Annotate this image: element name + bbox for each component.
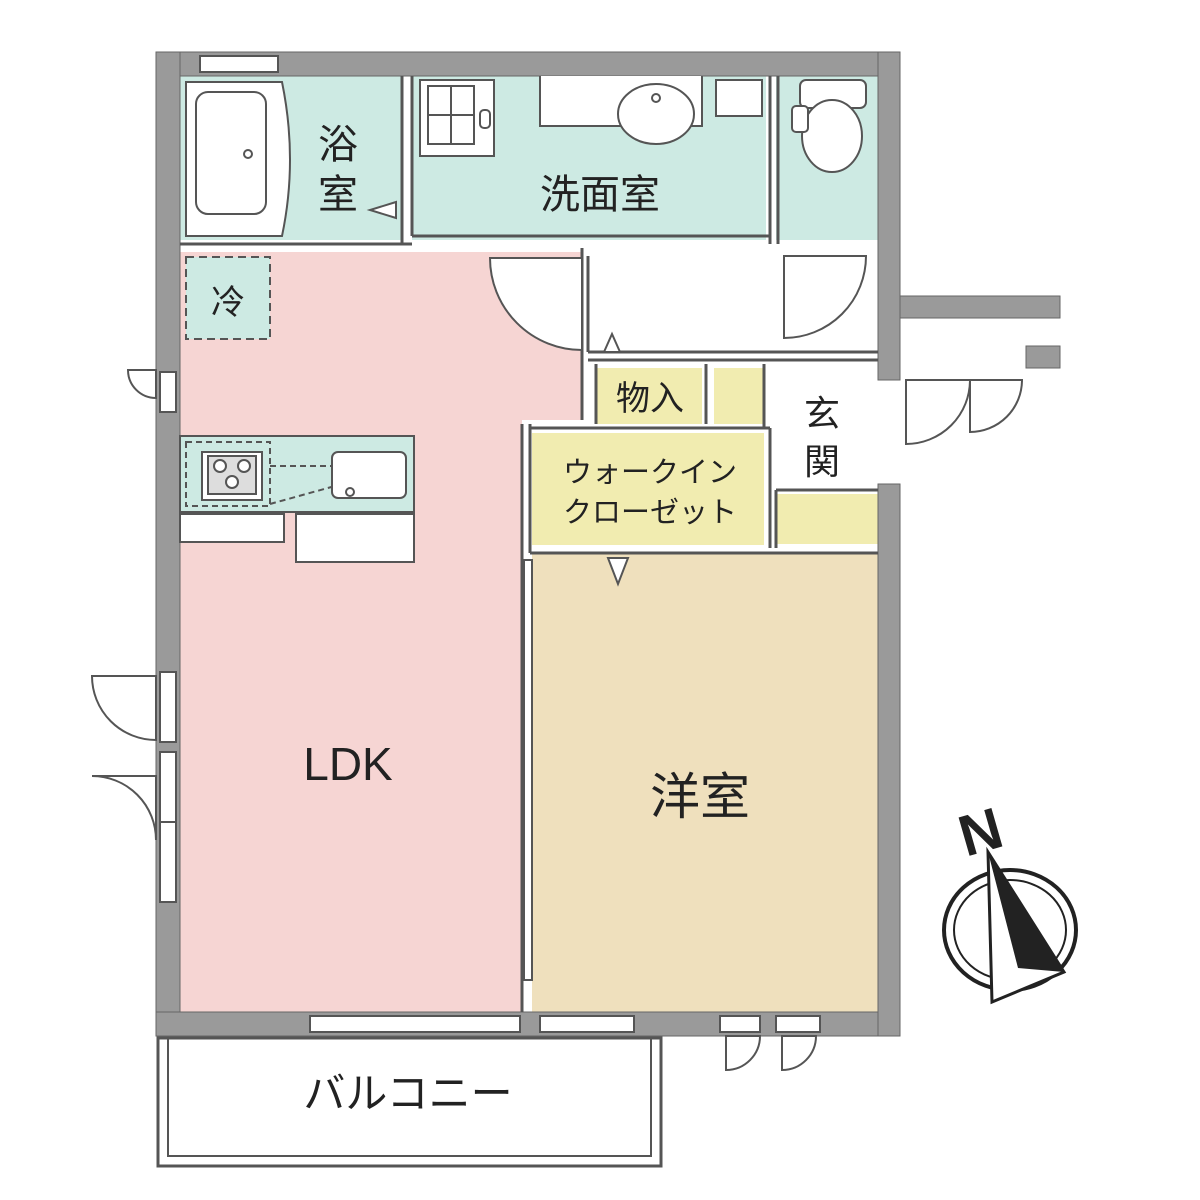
closet-label-2: クローゼット [563, 495, 737, 529]
compass-north-label: N [952, 795, 1010, 869]
ldk-label: LDK [303, 738, 393, 790]
washroom-label: 洗面室 [540, 172, 660, 218]
storage-floor [596, 368, 702, 424]
closet-label-1: ウォークイン [563, 455, 737, 489]
doors [90, 255, 1024, 1072]
compass-needle-right [988, 852, 1064, 972]
entrance-label-1: 玄 [804, 394, 840, 435]
windows [159, 55, 821, 1033]
bath-label-1: 浴 [318, 122, 358, 168]
entrance-label-2: 関 [804, 442, 840, 483]
shoe-box-lower [776, 494, 878, 544]
sliding-door [523, 559, 533, 981]
western-room-floor [532, 553, 878, 1012]
compass-icon: N [942, 795, 1078, 1005]
western-room-label: 洋室 [650, 768, 750, 826]
closet-floor [532, 433, 764, 545]
door-markers [366, 200, 630, 587]
washing-machine-icon [419, 79, 495, 157]
shoe-box-upper [714, 368, 764, 424]
bath-label-2: 室 [318, 172, 358, 218]
balcony [156, 1036, 663, 1168]
fridge-label: 冷 [211, 283, 245, 323]
storage-label: 物入 [616, 379, 684, 419]
balcony-label: バルコニー [303, 1069, 512, 1118]
toilet-icon [791, 79, 867, 173]
sink-icon [539, 76, 763, 145]
fridge-space [185, 256, 271, 340]
bathtub-icon [185, 81, 291, 237]
kitchen-counter [179, 435, 415, 563]
interior-walls [180, 76, 878, 1012]
